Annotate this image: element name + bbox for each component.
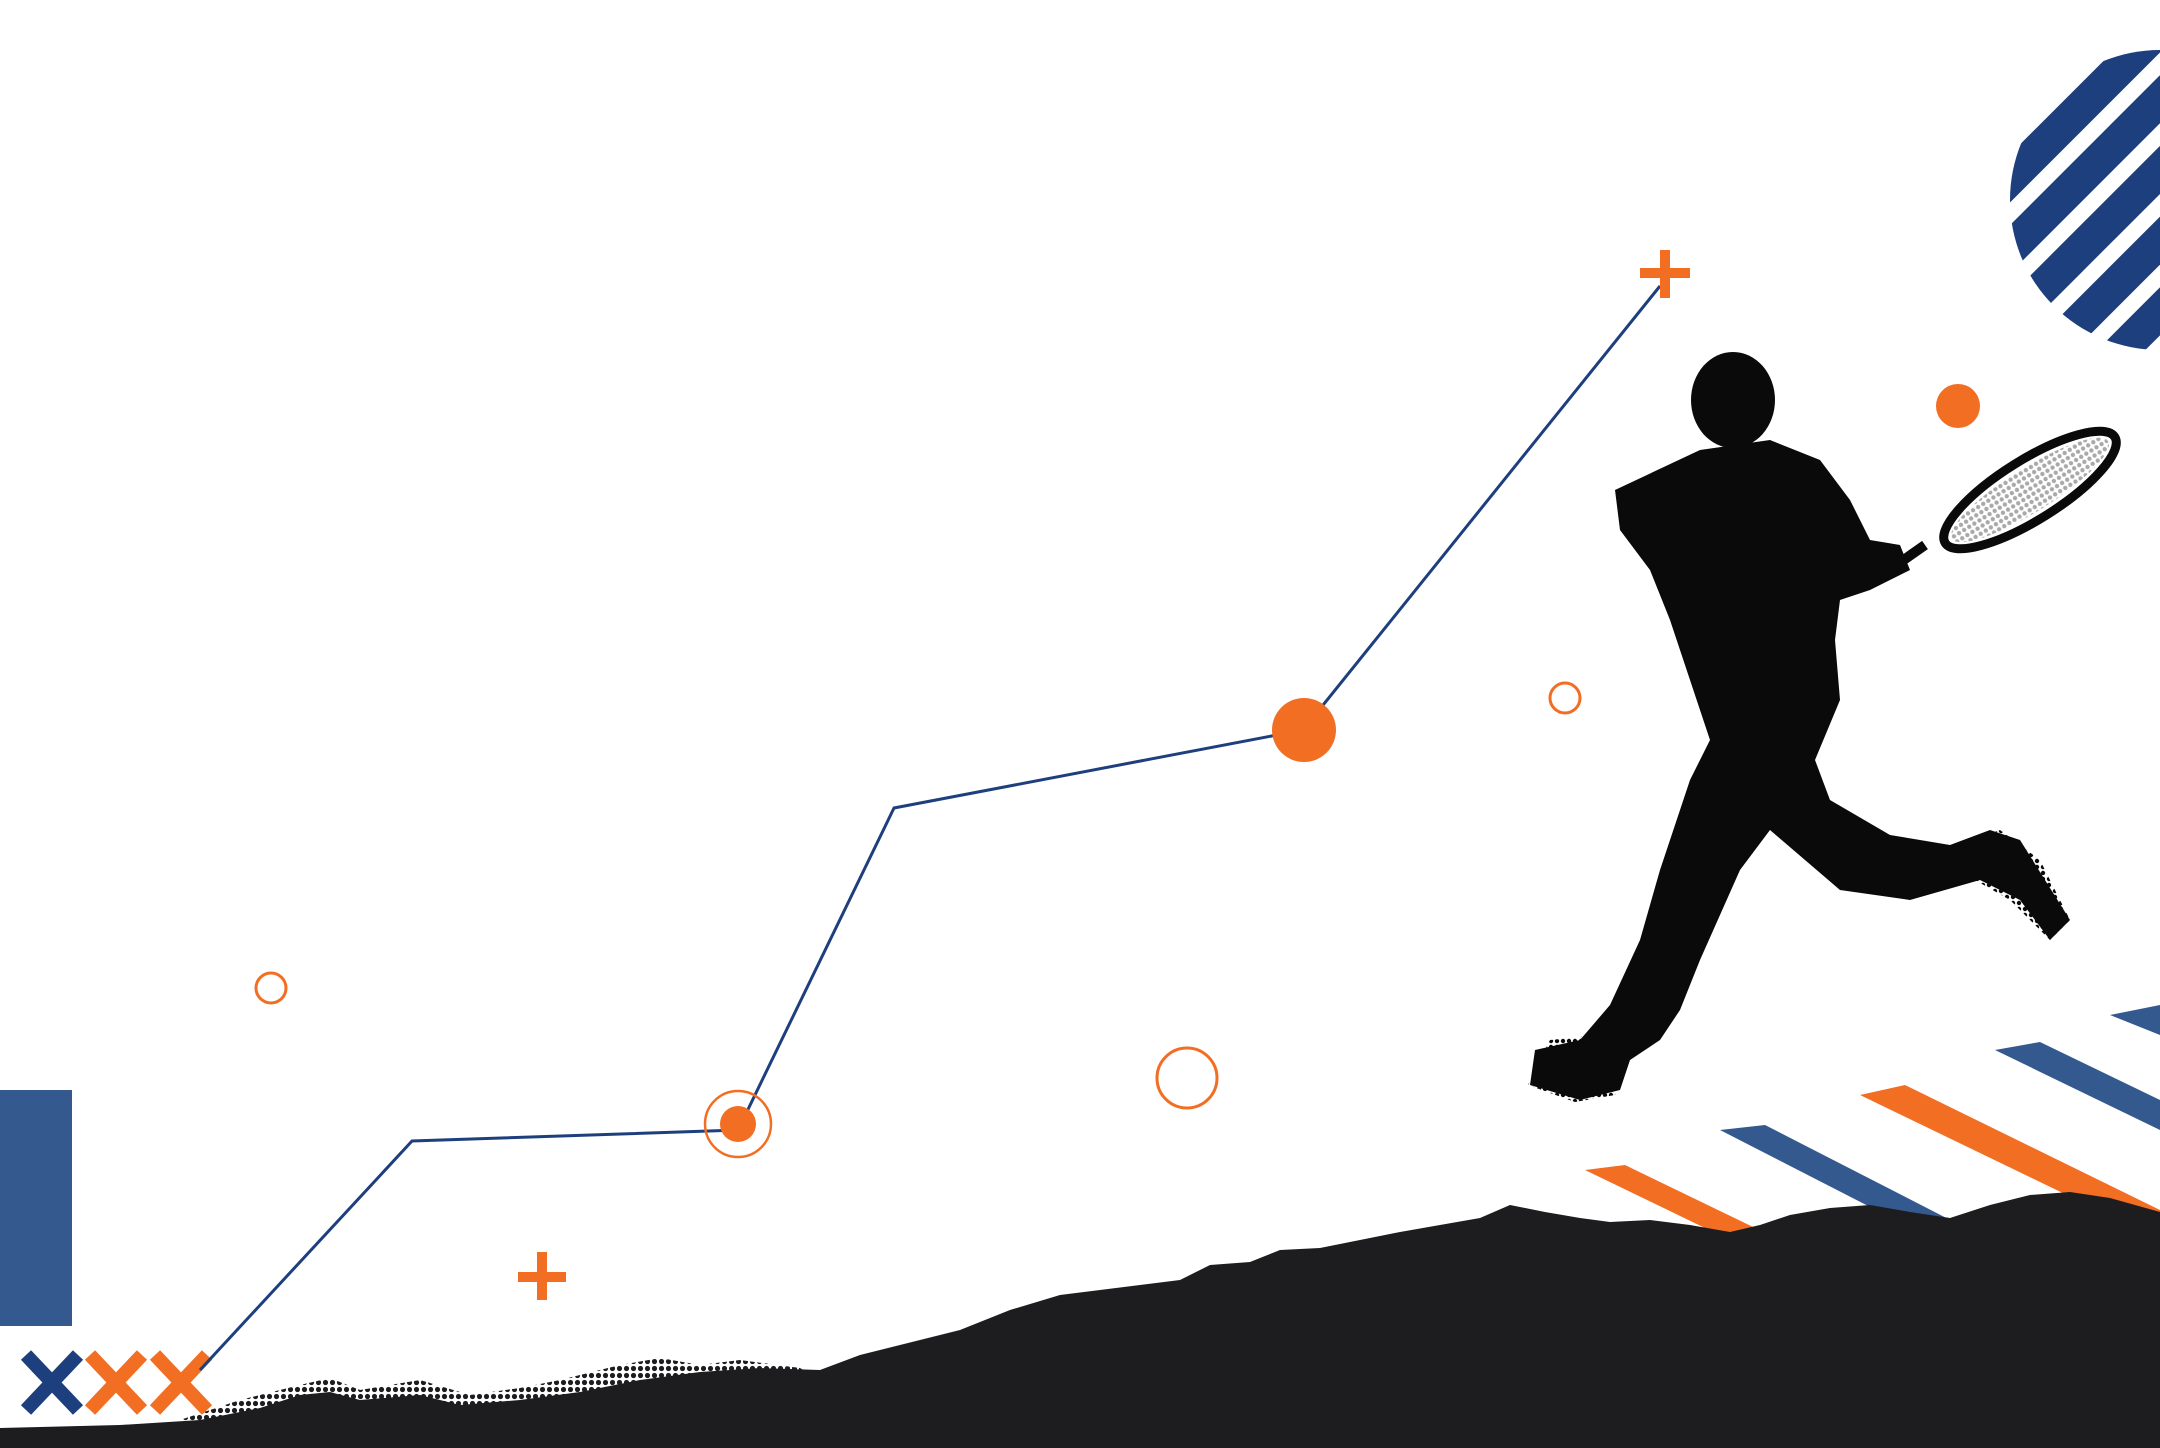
racket-head [1939, 426, 2121, 554]
terrain [0, 1192, 2160, 1448]
striped-circle-icon [2010, 50, 2160, 350]
ring-icon [254, 971, 288, 1005]
ring-icon [1548, 681, 1582, 715]
blue-bar [0, 1090, 72, 1326]
tennis-player-silhouette [1528, 352, 2121, 1102]
x-mark-icon [20, 1350, 84, 1415]
dot-icon [1272, 698, 1336, 762]
plus-icon [1640, 250, 1690, 298]
trend-line [198, 285, 1662, 1372]
ring-icon [1155, 1046, 1219, 1110]
x-mark-icon [84, 1350, 148, 1415]
x-mark-icon [149, 1350, 213, 1415]
dot-icon [720, 1106, 756, 1142]
plus-icon [518, 1252, 566, 1300]
dot-icon [1936, 384, 1980, 428]
ring-icon [703, 1089, 773, 1159]
